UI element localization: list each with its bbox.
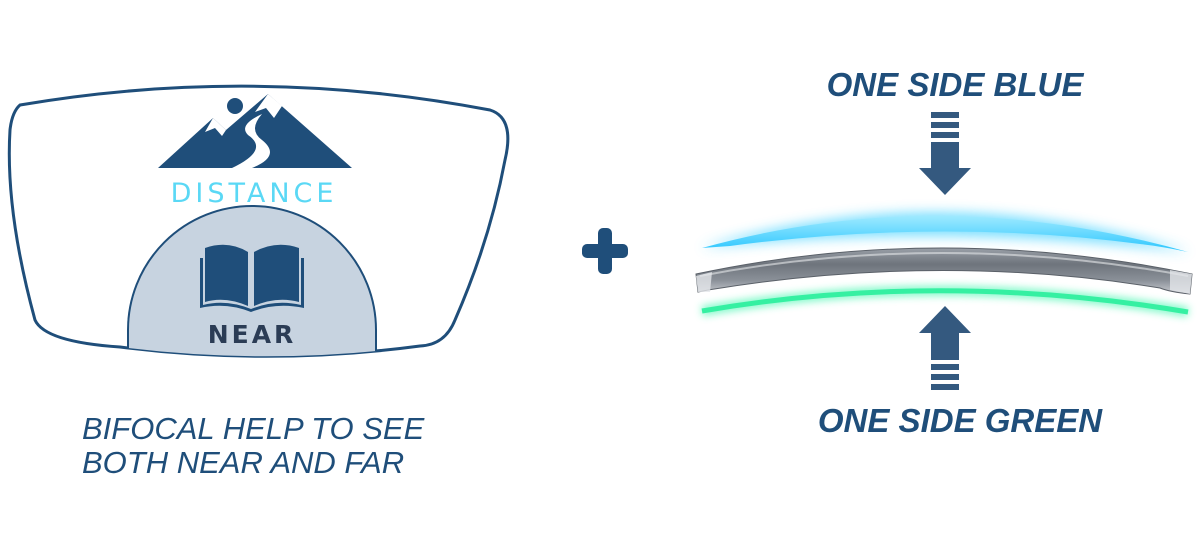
bifocal-lens: DISTANCE NEAR: [7, 84, 510, 358]
caption-line-2: BOTH NEAR AND FAR: [82, 445, 405, 480]
arrow-down-icon: [919, 112, 971, 195]
bifocal-caption: BIFOCAL HELP TO SEE BOTH NEAR AND FAR: [60, 412, 460, 480]
book-icon: [200, 244, 304, 312]
near-segment: [127, 205, 377, 357]
arrow-up-icon: [919, 306, 971, 390]
mountain-icon: [158, 94, 352, 168]
one-side-green-label: ONE SIDE GREEN: [817, 402, 1103, 439]
blue-coating: [702, 215, 1188, 252]
one-side-blue-label: ONE SIDE BLUE: [826, 66, 1084, 103]
plus-icon: [582, 228, 628, 274]
coated-lens: [695, 212, 1193, 317]
distance-label: DISTANCE: [171, 178, 338, 209]
near-label: NEAR: [208, 320, 297, 349]
green-coating: [701, 288, 1189, 315]
caption-line-1: BIFOCAL HELP TO SEE: [82, 411, 425, 446]
blue-coating-glow: [700, 212, 1190, 252]
